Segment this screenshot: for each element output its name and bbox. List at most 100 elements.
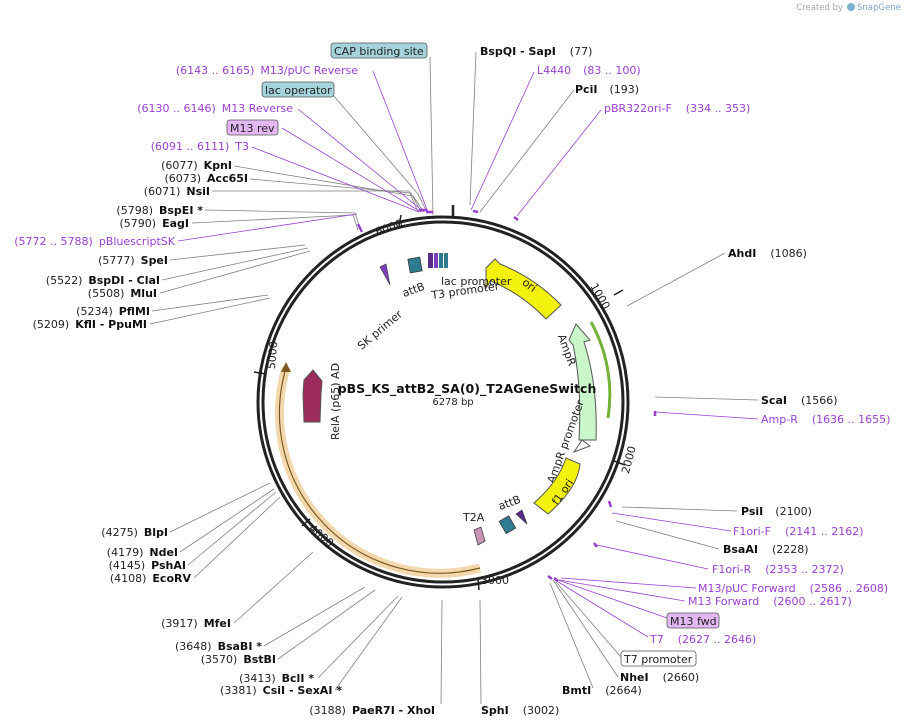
t7-promoter-label: T7 promoter xyxy=(623,653,693,666)
label-4275[interactable]: (4275)BlpI xyxy=(101,526,168,539)
label-2100[interactable]: PsiI(2100) xyxy=(741,505,812,518)
label-guide-lines xyxy=(149,51,759,705)
boxed-label-cap[interactable]: CAP binding site xyxy=(330,42,428,59)
credit-text: Created by xyxy=(796,3,843,13)
boxed-label-m13-rev[interactable]: M13 rev xyxy=(226,119,279,136)
label-1566[interactable]: ScaI(1566) xyxy=(761,394,838,407)
label-5522[interactable]: (5522)BspDI - ClaI xyxy=(46,274,160,287)
label-3413[interactable]: (3413)BclI * xyxy=(239,672,314,685)
left-site-labels: (6143 .. 6165)M13/pUC Reverse (6130 .. 6… xyxy=(14,64,435,717)
m13-fwd-label: M13 fwd xyxy=(670,615,717,628)
tick-6000 xyxy=(398,214,402,227)
line-f1orir xyxy=(596,544,709,570)
line-6143 xyxy=(372,70,429,213)
label-1636[interactable]: Amp-R(1636 .. 1655) xyxy=(761,413,890,426)
label-2660[interactable]: NheI(2660) xyxy=(620,671,699,684)
lac-operator-label: lac operator xyxy=(265,84,332,97)
line-6130 xyxy=(297,108,425,213)
line-3188 xyxy=(440,599,443,705)
boxed-label-t7-promoter[interactable]: T7 promoter xyxy=(620,650,697,667)
line-5772 xyxy=(177,213,358,242)
line-6071 xyxy=(212,190,419,213)
tick-2000 xyxy=(613,460,626,466)
rel-ad-label: RelA (p65) AD xyxy=(329,363,342,440)
label-5772[interactable]: (5772 .. 5788)pBluescriptSK xyxy=(14,235,176,248)
label-5798[interactable]: (5798)BspEI * xyxy=(116,204,203,217)
label-77[interactable]: BspQI - SapI(77) xyxy=(480,45,592,58)
line-m13puc-fwd xyxy=(560,577,697,589)
line-5777 xyxy=(169,244,306,261)
line-l4440 xyxy=(470,71,535,211)
label-2627[interactable]: T7(2627 .. 2646) xyxy=(649,633,756,646)
line-m13fwd-box xyxy=(557,579,668,619)
label-4108[interactable]: (4108)EcoRV xyxy=(110,572,192,585)
plasmid-size: 6278 bp xyxy=(432,397,473,408)
line-sphi xyxy=(479,599,482,705)
m13-rev-label: M13 rev xyxy=(230,122,275,135)
label-6091[interactable]: (6091 .. 6111)T3 xyxy=(151,140,249,153)
line-4179 xyxy=(179,488,275,553)
tick-4000 xyxy=(301,518,311,527)
label-2141[interactable]: F1ori-F(2141 .. 2162) xyxy=(733,525,864,538)
feature-ori[interactable]: ori xyxy=(485,258,562,320)
feature-rel-ad[interactable]: RelA (p65) AD xyxy=(302,363,342,440)
label-2664[interactable]: BmtI(2664) xyxy=(562,684,642,697)
line-pcii xyxy=(479,89,575,213)
boxed-label-lac-operator[interactable]: lac operator xyxy=(261,81,335,98)
feature-attb-bottom[interactable]: attB xyxy=(497,493,528,535)
line-5209 xyxy=(149,297,271,325)
label-2353[interactable]: F1ori-R(2353 .. 2372) xyxy=(712,563,844,576)
label-6071[interactable]: (6071)NsiI xyxy=(144,185,210,198)
tick-3000 xyxy=(477,578,480,591)
line-cap xyxy=(429,56,434,216)
label-83[interactable]: L4440(83 .. 100) xyxy=(537,64,641,77)
label-6073[interactable]: (6073)Acc65I xyxy=(164,172,248,185)
label-3188[interactable]: (3188)PaeR7I - XhoI xyxy=(309,704,435,717)
feature-t2a[interactable]: T2A xyxy=(462,511,486,546)
line-6091 xyxy=(251,146,420,213)
label-3570[interactable]: (3570)BstBI xyxy=(201,653,276,666)
plasmid-name: pBS_KS_attB2_SA(0)_T2AGeneSwitch xyxy=(338,381,597,397)
backbone-inner xyxy=(261,220,625,584)
lac-promoter-label: lac promoter xyxy=(441,275,512,288)
feature-f1-ori[interactable]: f1 ori xyxy=(533,457,581,515)
label-5209[interactable]: (5209)KflI - PpuMI xyxy=(33,318,147,331)
label-5508[interactable]: (5508)MluI xyxy=(88,287,157,300)
line-m13fwd xyxy=(558,579,686,602)
label-5777[interactable]: (5777)SpeI xyxy=(98,254,168,267)
label-5234[interactable]: (5234)PflMI xyxy=(76,305,150,318)
attb-bottom-label: attB xyxy=(497,493,523,513)
feature-attb-top[interactable]: attB xyxy=(379,253,448,300)
label-334[interactable]: pBR322ori-F(334 .. 353) xyxy=(604,102,750,115)
label-5790[interactable]: (5790)EagI xyxy=(120,217,189,230)
label-1086[interactable]: AhdI(1086) xyxy=(728,247,807,260)
line-ampr-primer xyxy=(654,411,759,420)
label-2586[interactable]: M13/pUC Forward(2586 .. 2608) xyxy=(698,582,888,595)
sk-primer-label: SK primer xyxy=(355,307,405,352)
tick-label-6000: 6000 xyxy=(374,217,405,239)
label-3381[interactable]: (3381)CsiI - SexAI * xyxy=(220,684,342,697)
line-psii xyxy=(621,506,738,512)
label-3002[interactable]: SphI(3002) xyxy=(481,704,559,717)
label-3917[interactable]: (3917)MfeI xyxy=(161,617,231,630)
line-bspqi xyxy=(469,51,477,206)
tick-label-3000: 3000 xyxy=(481,574,509,587)
backbone-outer xyxy=(256,215,630,589)
right-site-labels: BspQI - SapI(77) L4440(83 .. 100) PciI(1… xyxy=(480,45,890,717)
label-3648[interactable]: (3648)BsaBI * xyxy=(175,640,262,653)
scale-ticks xyxy=(253,214,626,591)
label-193[interactable]: PciI(193) xyxy=(575,83,639,96)
label-4179[interactable]: (4179)NdeI xyxy=(107,546,178,559)
label-6130[interactable]: (6130 .. 6146)M13 Reverse xyxy=(137,102,293,115)
label-6143[interactable]: (6143 .. 6165)M13/pUC Reverse xyxy=(176,64,358,77)
label-2600[interactable]: M13 Forward(2600 .. 2617) xyxy=(688,595,852,608)
label-6077[interactable]: (6077)KpnI xyxy=(161,159,232,172)
line-bmti xyxy=(549,582,594,689)
label-2228[interactable]: BsaAI(2228) xyxy=(723,543,809,556)
line-ahdi xyxy=(626,252,726,307)
line-nhei xyxy=(552,579,619,678)
label-4145[interactable]: (4145)PshAI xyxy=(109,559,186,572)
line-5508 xyxy=(159,250,311,294)
line-3381 xyxy=(334,596,403,691)
boxed-label-m13-fwd[interactable]: M13 fwd xyxy=(666,612,720,629)
